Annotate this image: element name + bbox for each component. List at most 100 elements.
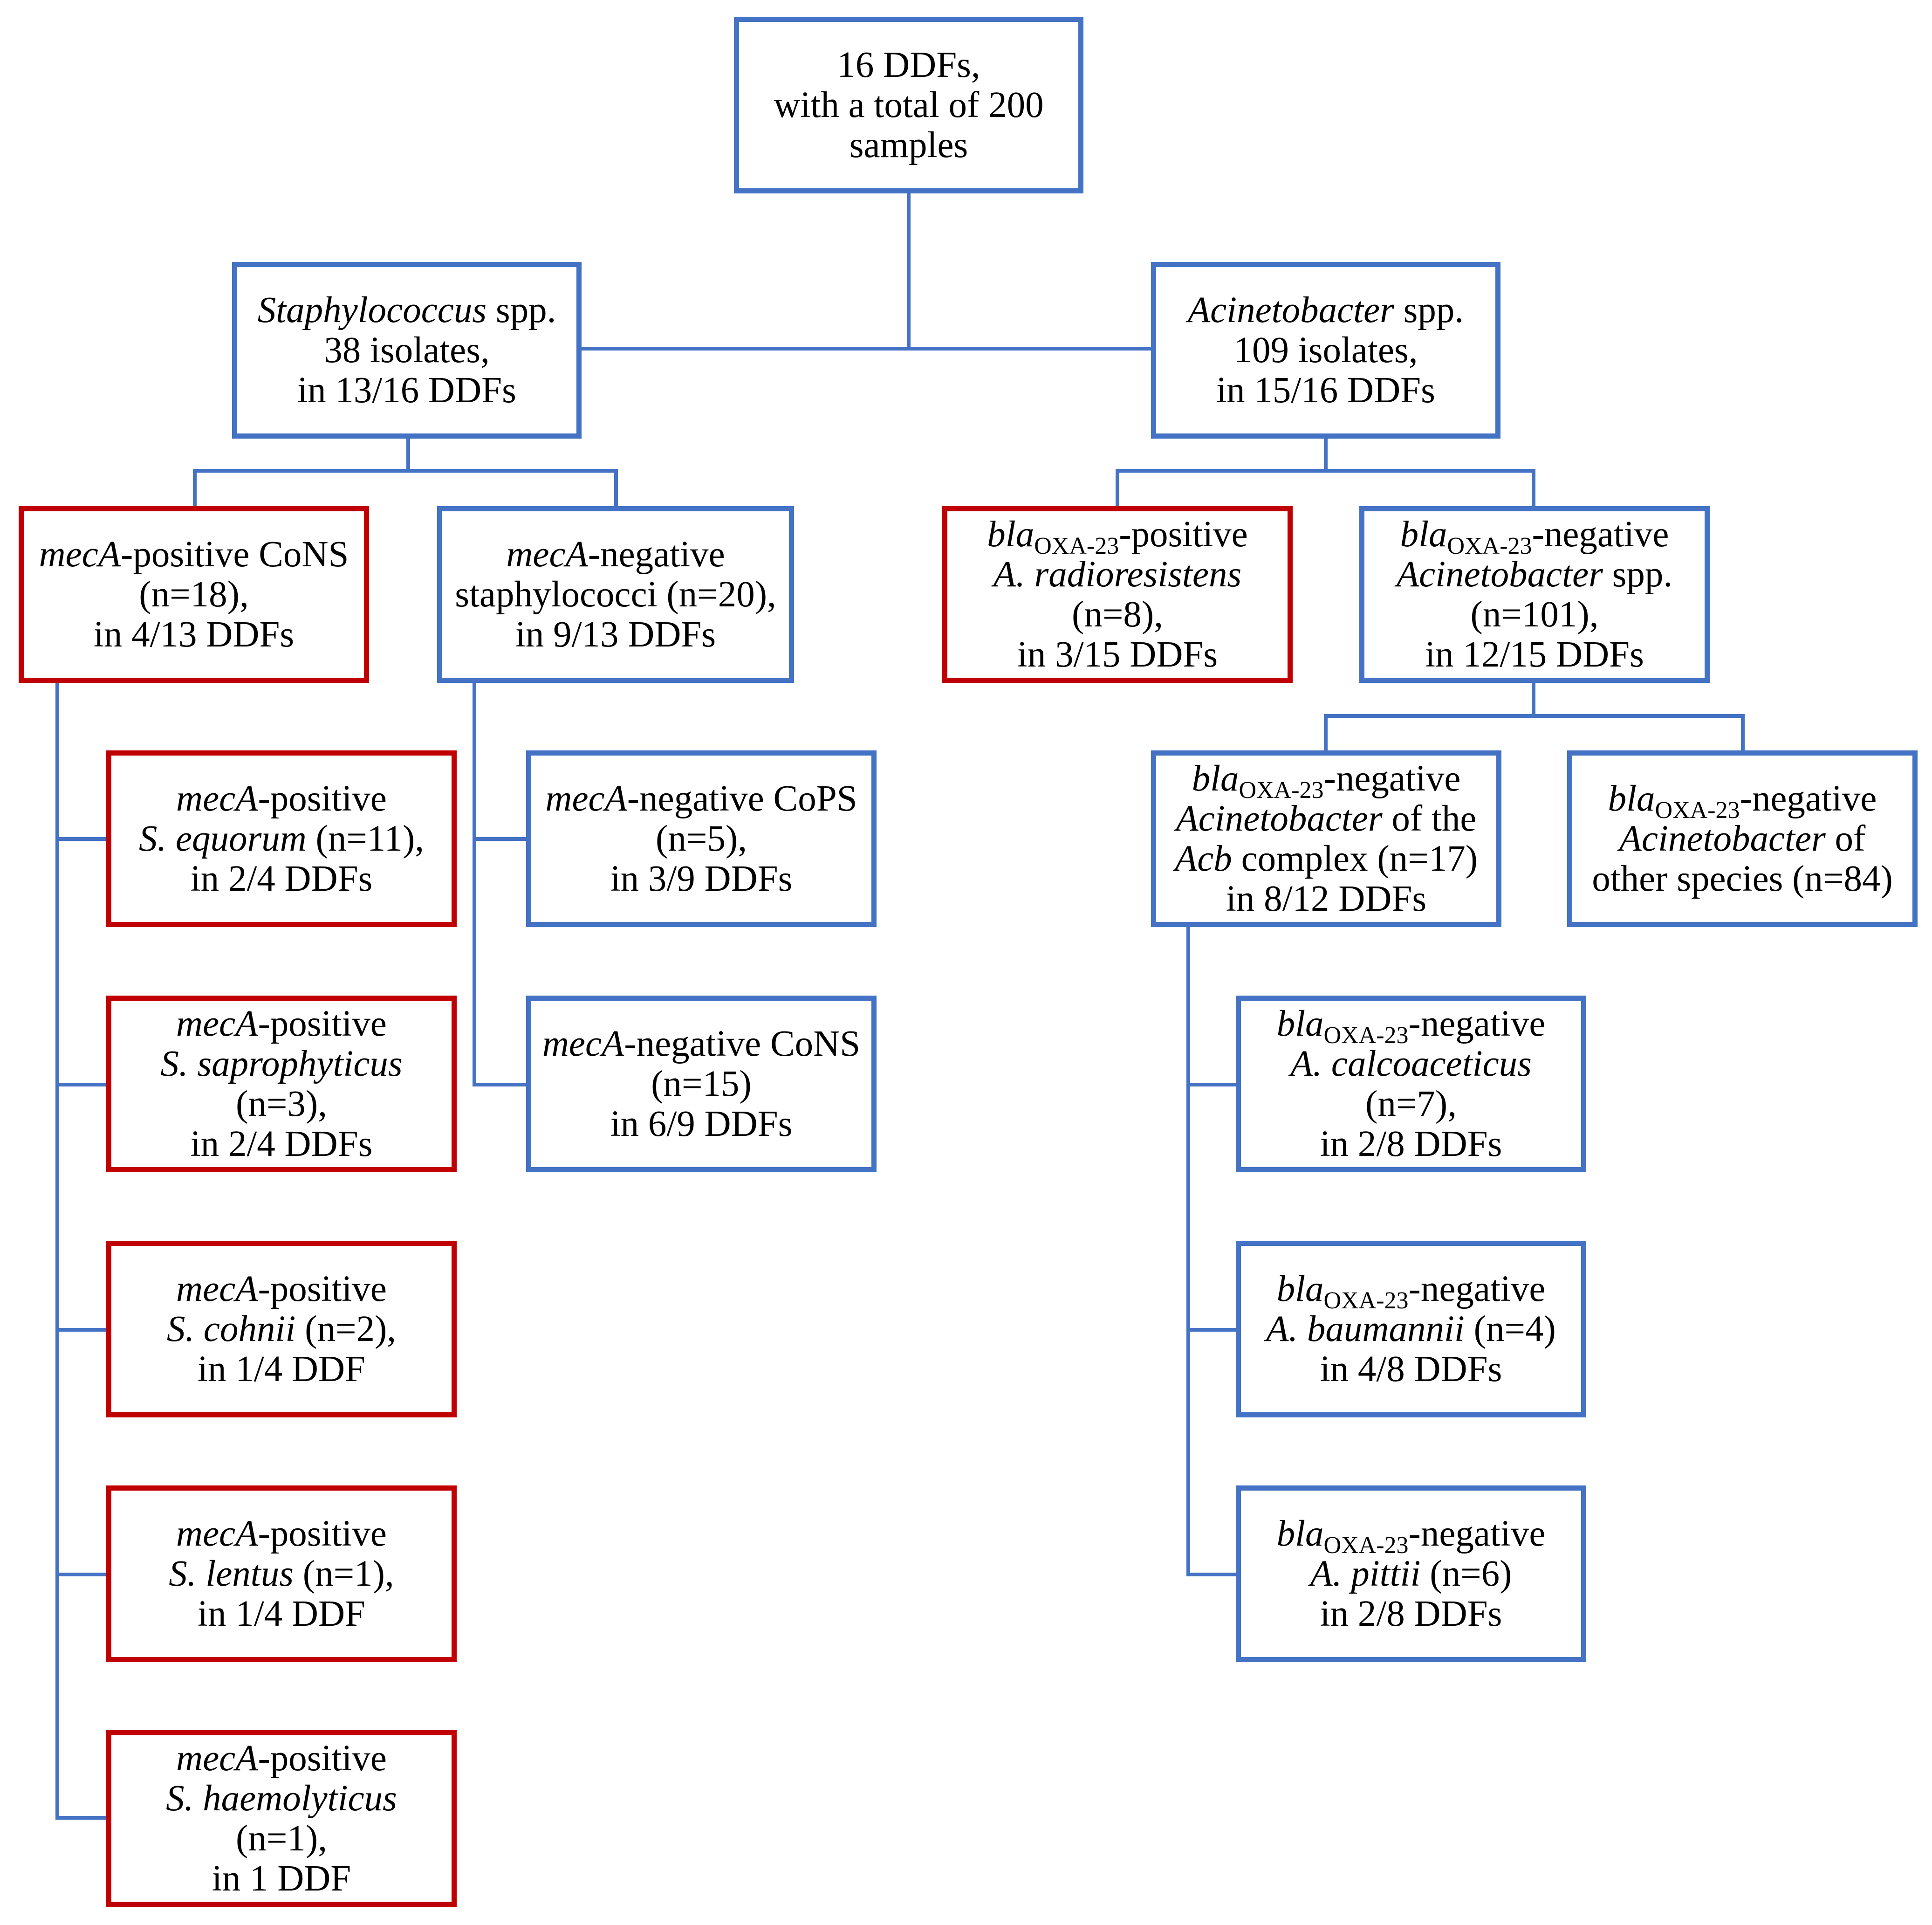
text-run: -negative [1740,778,1877,819]
italic-text: mecA [176,1003,258,1044]
node-text-line: blaOXA-23-negative [1192,758,1461,802]
italic-text: S. equorum [138,818,307,859]
node-text-line: Acb complex (n=17) [1175,839,1478,879]
italic-text: bla [1192,758,1239,799]
italic-text: mecA [176,778,258,819]
node-text-line: in 1/4 DDF [198,1594,365,1634]
text-run: (n=7), [1365,1083,1457,1124]
node-text-line: S. saprophyticus [160,1044,402,1084]
text-run: (n=1), [236,1818,327,1859]
text-run: (n=18), [139,574,249,615]
node-meca-negative-cons: mecA-negative CoNS(n=15)in 6/9 DDFs [526,996,877,1172]
italic-text: bla [1276,1003,1324,1044]
text-run: -positive [258,778,387,819]
text-run: 38 isolates, [324,330,490,371]
italic-text: bla [1400,514,1447,555]
node-text-line: Acinetobacter spp. [1188,290,1464,330]
node-text-line: blaOXA-23-positive [987,514,1247,558]
text-run: -positive [258,1003,387,1044]
text-run: in 2/8 DDFs [1320,1593,1502,1634]
text-run: (n=5), [656,818,747,859]
text-run: -positive [258,1513,387,1554]
node-text-line: S. equorum (n=11), [138,818,425,859]
text-run: 109 isolates, [1233,330,1418,371]
italic-text: mecA [506,534,588,575]
node-text-line: in 2/4 DDFs [191,859,373,899]
text-run: complex (n=17) [1232,838,1478,879]
node-text-line: in 1/4 DDF [198,1349,365,1389]
text-run: other species (n=84) [1592,858,1893,899]
subscript-text: OXA-23 [1447,532,1532,559]
node-text-line: 109 isolates, [1234,330,1418,371]
node-text-line: mecA-negative CoPS [545,778,857,819]
node-text-line: mecA-positive [176,1004,387,1044]
italic-text: mecA [176,1738,258,1779]
node-text-line: A. radioresistens [993,554,1242,595]
connector-blaneg-bar [1324,714,1745,753]
text-run: with a total of 200 [774,84,1044,125]
italic-text: S. haemolyticus [166,1778,397,1819]
connector-acin-bar [1116,469,1535,509]
node-text-line: blaOXA-23-negative [1608,778,1877,822]
text-run: (n=11), [306,818,425,859]
text-run: -negative [1408,1513,1546,1554]
node-text-line: blaOXA-23-negative [1400,514,1669,558]
node-text-line: mecA-positive [176,1269,387,1309]
italic-text: A. calcoaceticus [1290,1043,1532,1084]
node-text-line: blaOXA-23-negative [1276,1513,1546,1557]
text-run: (n=6) [1420,1553,1512,1594]
italic-text: S. saprophyticus [160,1043,403,1084]
text-run: -negative [1532,514,1669,555]
italic-text: bla [1276,1513,1324,1554]
node-text-line: in 2/8 DDFs [1320,1124,1502,1164]
text-run: (n=3), [236,1083,327,1124]
node-text-line: Acinetobacter of the [1176,798,1477,839]
node-text-line: mecA-negative [506,534,725,575]
node-text-line: (n=7), [1365,1084,1457,1124]
italic-text: Acinetobacter [1176,798,1383,839]
text-run: spp. [486,289,556,330]
subscript-text: OXA-23 [1239,777,1324,804]
node-text-line: 16 DDFs, [837,45,980,85]
italic-text: mecA [39,534,121,575]
node-acinetobacter: Acinetobacter spp.109 isolates,in 15/16 … [1151,262,1500,439]
node-text-line: in 2/4 DDFs [191,1124,373,1164]
text-run: spp. [1603,554,1673,595]
connector-mecapos-branches [55,837,109,1820]
node-text-line: in 3/9 DDFs [610,859,793,899]
node-text-line: Acinetobacter spp. [1397,554,1673,595]
italic-text: Staphylococcus [257,289,487,330]
text-run: -positive [258,1738,387,1779]
node-text-line: in 4/13 DDFs [94,614,294,655]
italic-text: A. baumannii [1266,1308,1465,1349]
text-run: in 1/4 DDF [198,1593,365,1634]
text-run: in 15/16 DDFs [1216,370,1435,411]
italic-text: A. pittii [1310,1553,1421,1594]
text-run: (n=101), [1470,594,1599,635]
subscript-text: OXA-23 [1034,532,1119,559]
text-run: -negative [1408,1003,1546,1044]
node-text-line: samples [850,125,968,165]
text-run: in 2/8 DDFs [1320,1123,1502,1164]
text-run: -negative CoNS [624,1023,861,1064]
node-text-line: (n=8), [1072,594,1163,635]
subscript-text: OXA-23 [1323,1532,1409,1559]
text-run: in 3/15 DDFs [1017,634,1218,675]
italic-text: mecA [176,1513,258,1554]
text-run: -negative CoPS [627,778,857,819]
node-text-line: A. pittii (n=6) [1310,1554,1512,1594]
text-run: in 1/4 DDF [198,1348,365,1389]
text-run: of the [1382,798,1477,839]
node-text-line: in 15/16 DDFs [1216,370,1435,411]
text-run: samples [849,124,968,165]
node-text-line: mecA-positive [176,1738,387,1779]
